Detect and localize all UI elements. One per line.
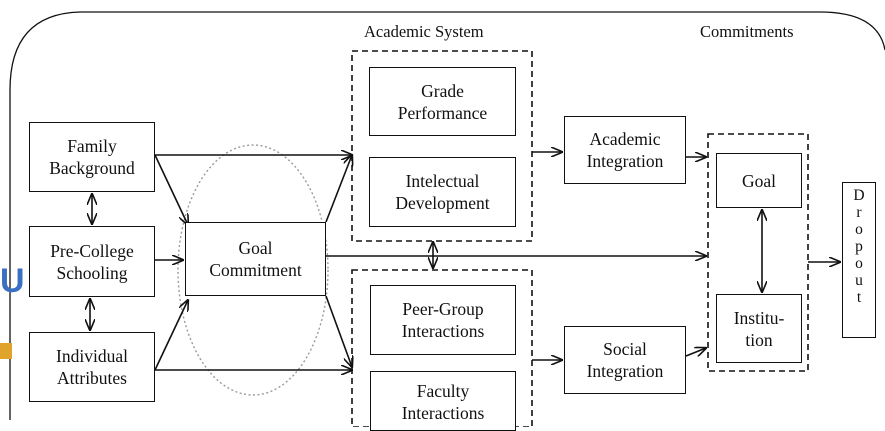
commitments-group <box>707 133 809 372</box>
goal-to-social-arrow <box>325 295 352 367</box>
pre-college-schooling-box: Pre-College Schooling <box>29 226 155 297</box>
goal-to-academic-arrow <box>325 155 352 223</box>
dropout-letter: r <box>856 204 862 221</box>
dropout-letter: u <box>855 272 863 289</box>
grade-performance-box: Grade Performance <box>369 67 516 136</box>
intelectual-development-box: Intelectual Development <box>369 157 516 227</box>
goal-commitment-box: Goal Commitment <box>185 222 326 296</box>
faculty-interactions-box: Faculty Interactions <box>370 371 516 431</box>
family-to-goal-arrow <box>154 154 188 225</box>
dropout-letter: D <box>853 187 865 204</box>
academic-integration-box: Academic Integration <box>564 116 686 184</box>
commitments-title: Commitments <box>700 22 794 41</box>
social-integration-label: Social Integration <box>586 339 664 381</box>
dropout-letter: o <box>855 221 863 238</box>
faculty-interactions-label: Faculty Interactions <box>401 381 485 423</box>
dropout-letter: p <box>855 238 863 255</box>
pre-college-schooling-label: Pre-College Schooling <box>50 240 134 283</box>
partial-logo-fragment <box>0 343 12 359</box>
dropout-letter: o <box>855 255 863 272</box>
intelectual-development-label: Intelectual Development <box>395 171 490 213</box>
family-background-label: Family Background <box>49 136 135 178</box>
individual-attributes-label: Individual Attributes <box>56 346 128 388</box>
individual-to-goal-arrow <box>154 300 188 371</box>
peer-group-interactions-label: Peer-Group Interactions <box>401 299 485 341</box>
family-background-box: Family Background <box>29 122 155 192</box>
dropout-box: D r o p o u t <box>842 182 876 338</box>
peer-group-interactions-box: Peer-Group Interactions <box>370 285 516 355</box>
social-system-group <box>351 269 533 427</box>
institution-box: Institu- tion <box>716 294 802 363</box>
outer-frame <box>9 11 885 420</box>
institution-label: Institu- tion <box>733 307 785 350</box>
social-integration-box: Social Integration <box>564 326 686 394</box>
academic-system-group <box>351 50 533 242</box>
partial-logo-fragment: U <box>0 262 25 300</box>
academic-system-title: Academic System <box>364 22 484 41</box>
goal-commitment-ellipse <box>177 144 329 396</box>
dropout-letter: t <box>856 289 862 306</box>
grade-performance-label: Grade Performance <box>397 80 488 123</box>
academic-integration-label: Academic Integration <box>586 129 664 171</box>
goal-box: Goal <box>716 153 802 208</box>
goal-label: Goal <box>741 170 777 191</box>
individual-attributes-box: Individual Attributes <box>29 332 155 402</box>
goal-commitment-label: Goal Commitment <box>209 238 302 280</box>
social-integration-to-commitments-arrow <box>685 348 706 357</box>
